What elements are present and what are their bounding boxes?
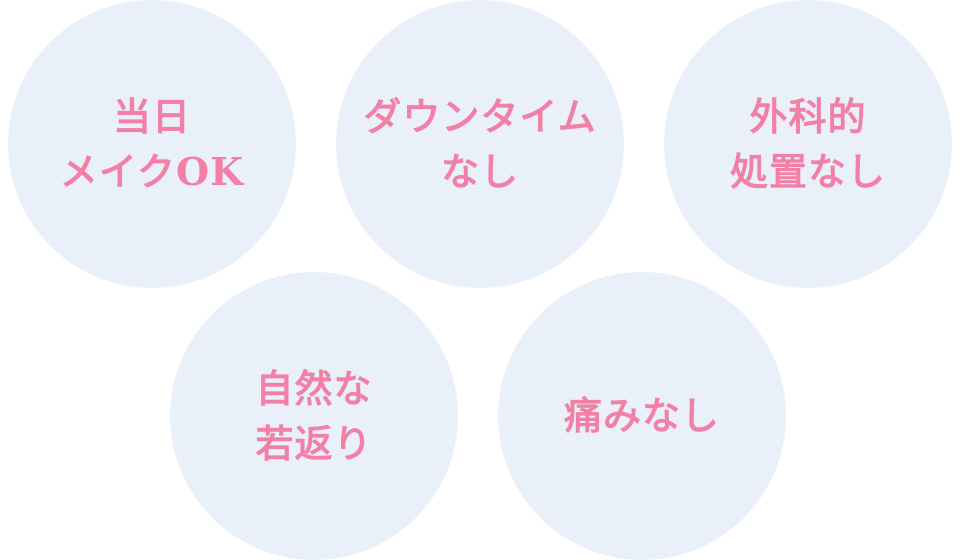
feature-circle-natural-rejuvenation: 自然な 若返り	[170, 272, 458, 560]
feature-label: 外科的 処置なし	[729, 93, 886, 194]
feature-label: 自然な 若返り	[255, 365, 373, 466]
feature-label: ダウンタイム なし	[363, 93, 597, 194]
feature-label: 当日 メイクOK	[59, 93, 245, 194]
feature-label: 痛みなし	[563, 393, 720, 439]
feature-circle-same-day-makeup: 当日 メイクOK	[8, 0, 296, 288]
feature-circle-no-downtime: ダウンタイム なし	[336, 0, 624, 288]
feature-circle-painless: 痛みなし	[498, 272, 786, 560]
feature-circle-no-surgery: 外科的 処置なし	[664, 0, 952, 288]
